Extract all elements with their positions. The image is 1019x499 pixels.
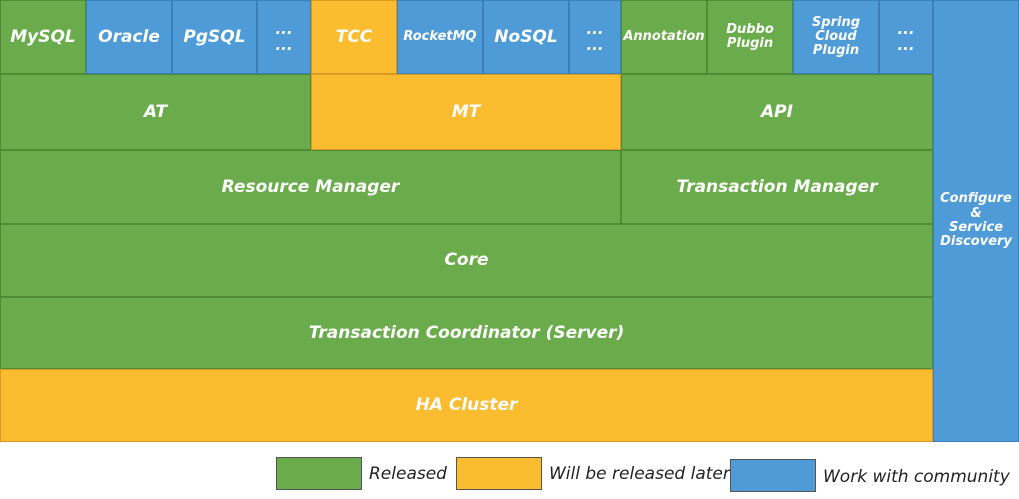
api-label: API bbox=[761, 101, 793, 122]
oracle-label: Oracle bbox=[98, 26, 160, 47]
rocketmq-block: RocketMQ bbox=[397, 0, 483, 74]
spring-cloud-plugin-label: Spring Cloud Plugin bbox=[811, 14, 861, 59]
nosql-block: NoSQL bbox=[483, 0, 569, 74]
configure-service-discovery-label: Configure & Service Discovery bbox=[940, 191, 1012, 250]
resource-manager-block: Resource Manager bbox=[0, 150, 621, 224]
mq-ellipsis-block: ... ... bbox=[569, 0, 621, 74]
mt-label: MT bbox=[451, 101, 481, 122]
api-block: API bbox=[621, 74, 933, 150]
at-block: AT bbox=[0, 74, 311, 150]
configure-service-discovery-block: Configure & Service Discovery bbox=[933, 0, 1019, 442]
db-ellipsis-label: ... ... bbox=[275, 19, 293, 54]
plugin-ellipsis-block: ... ... bbox=[879, 0, 933, 74]
resource-manager-label: Resource Manager bbox=[221, 176, 400, 197]
db-ellipsis-block: ... ... bbox=[257, 0, 311, 74]
legend-community-swatch bbox=[730, 459, 816, 492]
transaction-manager-label: Transaction Manager bbox=[676, 176, 878, 197]
transaction-manager-block: Transaction Manager bbox=[621, 150, 933, 224]
transaction-coordinator-block: Transaction Coordinator (Server) bbox=[0, 297, 933, 369]
ha-cluster-label: HA Cluster bbox=[415, 395, 518, 416]
mysql-block: MySQL bbox=[0, 0, 86, 74]
annotation-block: Annotation bbox=[621, 0, 707, 74]
dubbo-plugin-label: Dubbo Plugin bbox=[726, 21, 774, 51]
core-block: Core bbox=[0, 224, 933, 297]
legend-released-label: Released bbox=[369, 464, 447, 484]
mt-block: MT bbox=[311, 74, 621, 150]
mq-ellipsis-label: ... ... bbox=[586, 19, 604, 54]
oracle-block: Oracle bbox=[86, 0, 172, 74]
legend-community-label: Work with community bbox=[823, 467, 1010, 487]
tcc-block: TCC bbox=[311, 0, 397, 74]
mysql-label: MySQL bbox=[10, 26, 76, 47]
annotation-label: Annotation bbox=[623, 28, 705, 44]
ha-cluster-block: HA Cluster bbox=[0, 369, 933, 442]
nosql-label: NoSQL bbox=[494, 26, 558, 47]
core-label: Core bbox=[444, 250, 489, 271]
plugin-ellipsis-label: ... ... bbox=[897, 19, 915, 54]
tcc-label: TCC bbox=[335, 26, 373, 47]
legend-later-swatch bbox=[456, 457, 542, 490]
pgsql-label: PgSQL bbox=[183, 26, 246, 47]
at-label: AT bbox=[143, 101, 168, 122]
spring-cloud-plugin-block: Spring Cloud Plugin bbox=[793, 0, 879, 74]
legend-later-label: Will be released later bbox=[549, 464, 730, 484]
rocketmq-label: RocketMQ bbox=[403, 28, 477, 44]
pgsql-block: PgSQL bbox=[172, 0, 257, 74]
legend-released-swatch bbox=[276, 457, 362, 490]
dubbo-plugin-block: Dubbo Plugin bbox=[707, 0, 793, 74]
transaction-coordinator-label: Transaction Coordinator (Server) bbox=[308, 322, 625, 343]
